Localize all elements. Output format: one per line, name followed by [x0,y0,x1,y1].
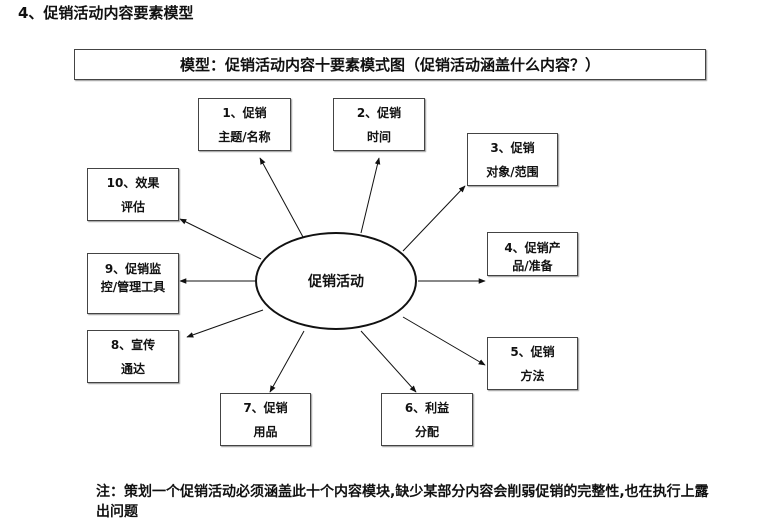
node-1-line2: 主题/名称 [218,130,271,144]
node-3-line2: 对象/范围 [486,165,539,179]
footnote: 注：策划一个促销活动必须涵盖此十个内容模块,缺少某部分内容会削弱促销的完整性,也… [96,484,709,520]
node-9-line1: 9、促销监 [104,262,162,276]
node-8: 8、宣传通达 [87,330,179,383]
arrow-2 [360,157,381,234]
node-7-line2: 用品 [253,425,278,439]
center-label: 促销活动 [308,274,364,290]
center-ellipse: 促销活动 [255,232,417,330]
node-7: 7、促销用品 [220,393,311,446]
arrow-5 [402,316,486,366]
node-10: 10、效果评估 [87,168,179,221]
node-5: 5、促销方法 [487,337,578,390]
node-4-line1: 4、促销产 [504,241,561,255]
node-6: 6、利益分配 [381,393,473,446]
node-6-line1: 6、利益 [404,401,450,415]
node-2-line2: 时间 [366,130,391,144]
node-1-line1: 1、促销 [222,106,267,120]
node-5-line2: 方法 [520,369,545,383]
node-7-line1: 7、促销 [243,401,288,415]
arrow-1 [259,157,304,238]
section-heading: 4、促销活动内容要素模型 [18,4,194,22]
node-3-line1: 3、促销 [490,141,535,155]
node-9: 9、促销监控/管理工具 [87,253,179,314]
arrow-7 [269,330,305,393]
node-1: 1、促销主题/名称 [198,98,291,151]
node-8-line2: 通达 [120,362,145,376]
node-6-line2: 分配 [414,425,439,439]
node-10-line2: 评估 [120,200,145,214]
arrow-6 [360,330,417,393]
node-2-line1: 2、促销 [356,106,402,120]
node-2: 2、促销时间 [333,98,425,151]
arrow-8 [186,309,264,338]
node-10-line1: 10、效果 [106,176,160,190]
diagram-title: 模型：促销活动内容十要素模式图（促销活动涵盖什么内容？） [74,49,706,80]
node-4-line2: 品/准备 [512,259,553,273]
arrow-10 [179,218,262,260]
node-8-line1: 8、宣传 [110,338,156,352]
node-5-line1: 5、促销 [510,345,555,359]
node-4: 4、促销产品/准备 [487,232,578,276]
node-3: 3、促销对象/范围 [467,133,558,186]
arrow-3 [402,185,466,252]
node-9-line2: 控/管理工具 [100,280,166,294]
